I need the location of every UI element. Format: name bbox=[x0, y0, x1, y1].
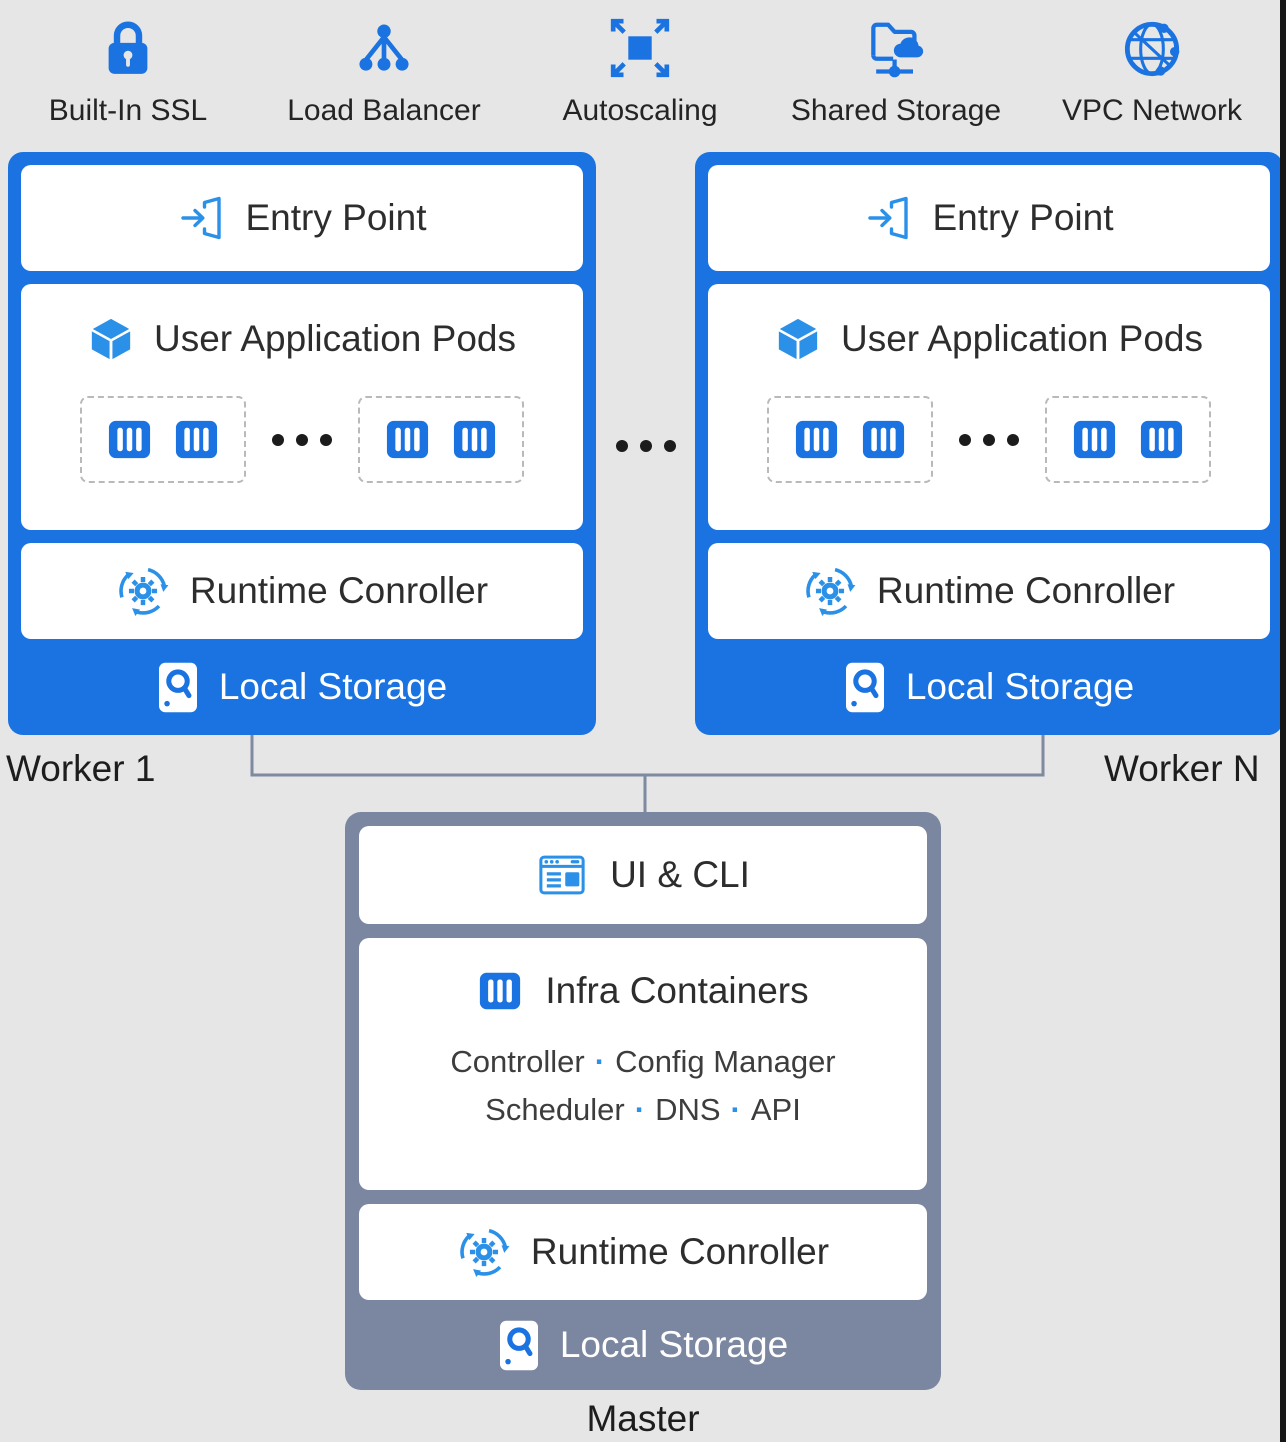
vpc-network-icon bbox=[1120, 5, 1184, 81]
pods-label: User Application Pods bbox=[841, 318, 1203, 359]
local-storage-icon bbox=[844, 661, 886, 714]
local-storage-label: Local Storage bbox=[559, 1324, 789, 1365]
worker-node-n: Entry Point User Application Pods bbox=[695, 152, 1283, 735]
cube-icon bbox=[775, 316, 821, 362]
infra-item: Controller bbox=[450, 1044, 585, 1079]
feature-row: Built-In SSL Load Balancer bbox=[0, 0, 1280, 128]
container-icon bbox=[793, 416, 840, 463]
pod-group bbox=[80, 396, 246, 483]
ellipsis-icon bbox=[272, 433, 332, 446]
feature-autoscaling: Autoscaling bbox=[512, 5, 768, 128]
infra-containers-card: Infra Containers Controller · Config Manag… bbox=[359, 938, 927, 1190]
container-icon bbox=[384, 416, 431, 463]
pods-title: User Application Pods bbox=[775, 316, 1203, 362]
feature-label: Shared Storage bbox=[790, 94, 1002, 127]
runtime-controller-icon bbox=[457, 1225, 511, 1279]
local-storage-label: Local Storage bbox=[905, 666, 1135, 707]
infra-item: Scheduler bbox=[485, 1092, 625, 1127]
runtime-controller-label: Runtime Conroller bbox=[530, 1231, 830, 1272]
local-storage-row: Local Storage bbox=[708, 652, 1270, 722]
container-icon bbox=[477, 968, 523, 1014]
master-label: Master bbox=[586, 1398, 700, 1439]
entry-point-icon bbox=[865, 194, 913, 242]
local-storage-icon bbox=[157, 661, 199, 714]
entry-point-card: Entry Point bbox=[21, 165, 583, 271]
infra-item: DNS bbox=[655, 1092, 721, 1127]
infra-components-line-2: Scheduler · DNS · API bbox=[485, 1092, 801, 1128]
user-application-pods-card: User Application Pods bbox=[708, 284, 1270, 530]
ui-cli-label: UI & CLI bbox=[610, 854, 750, 895]
entry-point-label: Entry Point bbox=[245, 197, 427, 238]
feature-label: Built-In SSL bbox=[48, 94, 208, 127]
screen-edge-strip bbox=[1280, 0, 1286, 1442]
worker-node-1: Entry Point User Application Pods bbox=[8, 152, 596, 735]
feature-built-in-ssl: Built-In SSL bbox=[0, 5, 256, 128]
dot-separator: · bbox=[594, 1044, 606, 1079]
pods-label: User Application Pods bbox=[154, 318, 516, 359]
pods-title: User Application Pods bbox=[88, 316, 516, 362]
container-icon bbox=[451, 416, 498, 463]
shared-storage-icon bbox=[862, 5, 930, 81]
dot-separator: · bbox=[634, 1092, 646, 1127]
master-node: UI & CLI Infra Containers Controller·Con… bbox=[345, 812, 941, 1390]
cube-icon bbox=[88, 316, 134, 362]
pod-group bbox=[1045, 396, 1211, 483]
container-icon bbox=[1071, 416, 1118, 463]
container-icon bbox=[1138, 416, 1185, 463]
dot-separator: · bbox=[730, 1092, 741, 1127]
runtime-controller-icon bbox=[116, 564, 170, 618]
worker-1-label: Worker 1 bbox=[6, 748, 156, 789]
pod-group bbox=[767, 396, 933, 483]
lock-icon bbox=[97, 5, 159, 81]
user-application-pods-card: User Application Pods bbox=[21, 284, 583, 530]
worker-n-label: Worker N bbox=[1104, 748, 1260, 789]
pod-group bbox=[358, 396, 524, 483]
entry-point-icon bbox=[178, 194, 226, 242]
local-storage-label: Local Storage bbox=[218, 666, 448, 707]
feature-label: VPC Network bbox=[1061, 94, 1243, 127]
infra-containers-label: Infra Containers bbox=[545, 970, 809, 1011]
container-icon bbox=[860, 416, 907, 463]
entry-point-card: Entry Point bbox=[708, 165, 1270, 271]
runtime-controller-label: Runtime Conroller bbox=[189, 570, 489, 611]
pods-row bbox=[767, 396, 1211, 483]
feature-label: Autoscaling bbox=[562, 94, 718, 127]
ellipsis-icon bbox=[616, 440, 676, 452]
runtime-controller-card: Runtime Conroller bbox=[359, 1204, 927, 1300]
autoscale-icon bbox=[607, 5, 673, 81]
runtime-controller-icon bbox=[803, 564, 857, 618]
infra-components-line-1: Controller · Config Manager bbox=[450, 1044, 835, 1080]
ellipsis-icon bbox=[959, 433, 1019, 446]
feature-load-balancer: Load Balancer bbox=[256, 5, 512, 128]
feature-shared-storage: Shared Storage bbox=[768, 5, 1024, 128]
local-storage-row: Local Storage bbox=[21, 652, 583, 722]
infra-title: Infra Containers bbox=[477, 968, 809, 1014]
feature-label: Load Balancer bbox=[287, 94, 481, 127]
runtime-controller-card: Runtime Conroller bbox=[21, 543, 583, 639]
ui-cli-icon bbox=[536, 849, 588, 901]
load-balancer-icon bbox=[350, 5, 418, 81]
runtime-controller-label: Runtime Conroller bbox=[876, 570, 1176, 611]
local-storage-row: Local Storage bbox=[359, 1314, 927, 1376]
ui-cli-card: UI & CLI bbox=[359, 826, 927, 924]
infra-item: API bbox=[750, 1092, 801, 1127]
pods-row bbox=[80, 396, 524, 483]
container-icon bbox=[106, 416, 153, 463]
entry-point-label: Entry Point bbox=[932, 197, 1114, 238]
infra-item: Config Manager bbox=[615, 1044, 836, 1079]
runtime-controller-card: Runtime Conroller bbox=[708, 543, 1270, 639]
feature-vpc-network: VPC Network bbox=[1024, 5, 1280, 128]
container-icon bbox=[173, 416, 220, 463]
local-storage-icon bbox=[498, 1319, 540, 1372]
